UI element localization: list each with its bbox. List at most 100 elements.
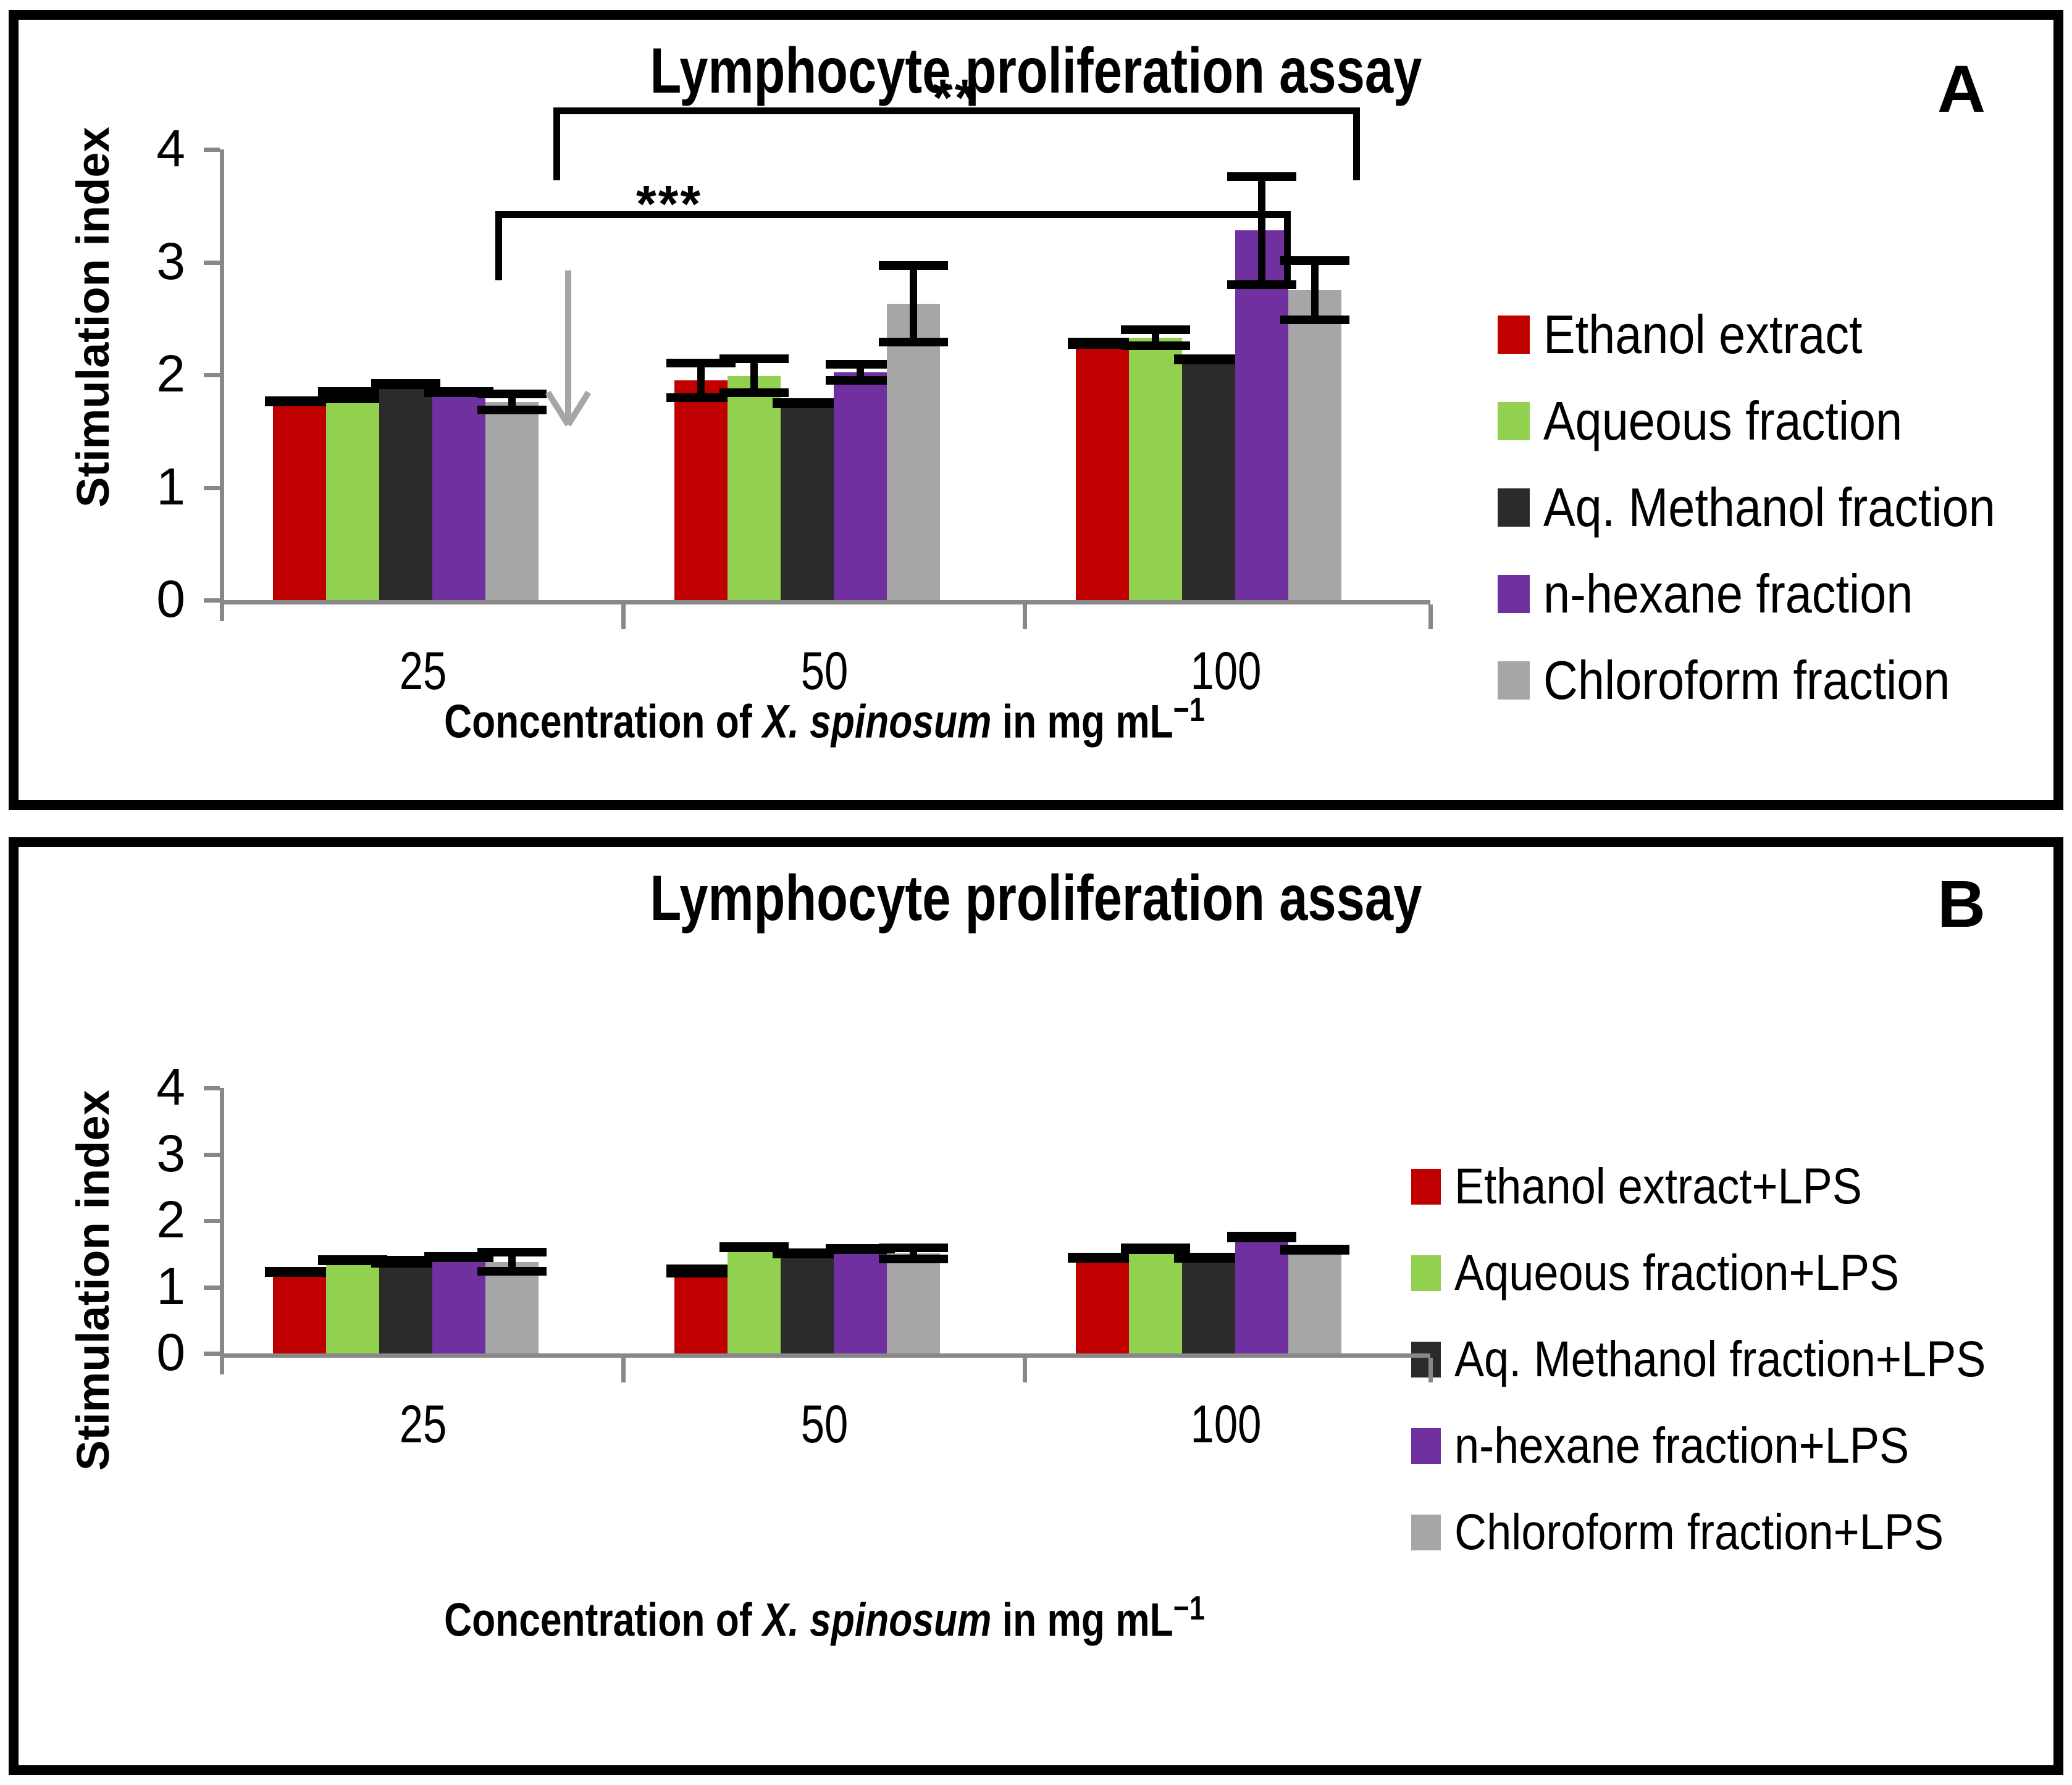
error-bar-cap-bottom bbox=[318, 1256, 387, 1265]
legend-item[interactable]: Ethanol extract+LPS bbox=[1411, 1143, 1918, 1230]
x-axis-tick-label: 25 bbox=[399, 1395, 447, 1454]
error-bar-cap-bottom bbox=[371, 380, 440, 390]
x-axis-tick-label: 100 bbox=[1190, 1395, 1262, 1454]
arrow-shaft bbox=[565, 270, 571, 425]
bar bbox=[834, 372, 887, 600]
x-axis-label-exponent: −1 bbox=[1173, 1589, 1205, 1627]
legend-color-swatch bbox=[1498, 316, 1530, 354]
bar bbox=[674, 1271, 728, 1353]
x-axis-label-prefix: Concentration of bbox=[444, 1594, 763, 1647]
bar bbox=[1235, 1237, 1288, 1353]
error-bar-cap-bottom bbox=[1227, 1234, 1296, 1243]
bracket-right-end bbox=[1353, 107, 1360, 180]
error-bar-stem bbox=[697, 359, 705, 402]
panel-b-title: Lymphocyte proliferation assay bbox=[650, 863, 1422, 934]
error-bar-cap-bottom bbox=[719, 388, 789, 398]
x-axis-tick bbox=[621, 604, 626, 629]
error-bar bbox=[477, 1248, 547, 1276]
error-bar bbox=[719, 1242, 789, 1253]
error-bar bbox=[1121, 1243, 1190, 1254]
error-bar bbox=[265, 396, 334, 406]
legend-item[interactable]: Chloroform fraction bbox=[1498, 637, 2005, 724]
bar bbox=[834, 1248, 887, 1353]
error-bar-cap-bottom bbox=[265, 397, 334, 406]
legend-item[interactable]: Aqueous fraction+LPS bbox=[1411, 1230, 1960, 1316]
x-axis-line bbox=[220, 600, 1430, 604]
error-bar bbox=[477, 389, 547, 414]
bar bbox=[273, 400, 326, 600]
error-bar-cap-bottom bbox=[1121, 341, 1190, 350]
legend-item[interactable]: Aq. Methanol fraction bbox=[1498, 464, 2057, 551]
legend-item[interactable]: Chloroform fraction+LPS bbox=[1411, 1489, 2010, 1576]
error-bar-cap-bottom bbox=[318, 394, 387, 403]
error-bar-cap-bottom bbox=[265, 1268, 334, 1277]
error-bar bbox=[826, 1244, 895, 1254]
y-axis-tick bbox=[204, 260, 220, 265]
y-axis-tick-label: 2 bbox=[156, 345, 185, 403]
bracket-left-end bbox=[495, 211, 502, 280]
significance-bracket-upper bbox=[553, 107, 1360, 180]
x-axis-tick bbox=[1023, 1358, 1027, 1382]
error-bar-cap-bottom bbox=[773, 1250, 842, 1259]
x-axis-tick bbox=[1023, 604, 1027, 629]
error-bar bbox=[879, 1243, 948, 1263]
x-axis-tick bbox=[621, 1358, 626, 1382]
legend-color-swatch bbox=[1498, 575, 1530, 613]
y-axis-tick bbox=[204, 1285, 220, 1290]
error-bar bbox=[879, 261, 948, 347]
x-axis-label-species: X. spinosum bbox=[762, 1594, 992, 1647]
error-bar bbox=[1280, 256, 1349, 324]
legend-color-swatch bbox=[1411, 1428, 1441, 1464]
error-bar-cap-top bbox=[666, 359, 736, 368]
error-bar-stem bbox=[910, 261, 917, 347]
error-bar bbox=[1227, 172, 1296, 290]
panel-a-title: Lymphocyte proliferation assay bbox=[650, 35, 1422, 107]
legend-item[interactable]: Ethanol extract bbox=[1498, 291, 1906, 378]
legend-color-swatch bbox=[1498, 488, 1530, 527]
legend-item[interactable]: Aq. Methanol fraction+LPS bbox=[1411, 1316, 2058, 1403]
y-axis-tick bbox=[204, 373, 220, 377]
error-bar bbox=[1068, 337, 1137, 349]
y-axis-tick bbox=[204, 485, 220, 490]
y-axis-line bbox=[220, 149, 224, 621]
error-bar-stem bbox=[1258, 172, 1265, 290]
error-bar-cap-bottom bbox=[1068, 340, 1137, 349]
error-bar-cap-bottom bbox=[826, 1245, 895, 1254]
x-axis-label-exponent: −1 bbox=[1173, 690, 1205, 729]
bar bbox=[728, 375, 781, 600]
panel-a-x-axis-label: Concentration of X. spinosum in mg mL−1 bbox=[331, 690, 1319, 748]
legend-color-swatch bbox=[1498, 402, 1530, 440]
error-bar bbox=[318, 1255, 387, 1265]
legend-item-label: Chloroform fraction bbox=[1543, 650, 1950, 711]
y-axis-tick-label: 0 bbox=[156, 1323, 185, 1381]
error-bar-cap-top bbox=[719, 354, 789, 364]
bar bbox=[326, 395, 379, 600]
bar bbox=[1129, 1248, 1182, 1353]
error-bar-cap-top bbox=[1280, 256, 1349, 265]
legend-item[interactable]: Aqueous fraction bbox=[1498, 378, 1951, 464]
legend-item[interactable]: n-hexane fraction+LPS bbox=[1411, 1403, 1971, 1489]
bar bbox=[728, 1244, 781, 1353]
error-bar-cap-bottom bbox=[477, 405, 547, 414]
legend-item-label: n-hexane fraction bbox=[1543, 563, 1913, 624]
legend-item-label: Aqueous fraction bbox=[1543, 390, 1903, 451]
legend-item[interactable]: n-hexane fraction bbox=[1498, 551, 1963, 637]
bar bbox=[273, 1269, 326, 1353]
legend-item-label: Aq. Methanol fraction bbox=[1543, 477, 1995, 538]
error-bar bbox=[424, 387, 493, 398]
y-axis-tick bbox=[204, 1352, 220, 1356]
error-bar-stem bbox=[750, 354, 758, 398]
bar bbox=[432, 390, 485, 600]
bar bbox=[781, 401, 834, 600]
x-axis-tick bbox=[1428, 1358, 1433, 1382]
legend-color-swatch bbox=[1411, 1515, 1441, 1550]
bar bbox=[485, 401, 539, 600]
bar bbox=[379, 382, 432, 600]
y-axis-tick bbox=[204, 598, 220, 603]
bar bbox=[674, 380, 728, 600]
panel-a-letter: A bbox=[1937, 51, 1986, 126]
x-axis-tick-label: 50 bbox=[800, 1395, 849, 1454]
y-axis-tick-label: 4 bbox=[156, 1058, 185, 1116]
x-axis-tick-label: 25 bbox=[399, 642, 447, 701]
legend-color-swatch bbox=[1498, 661, 1530, 700]
